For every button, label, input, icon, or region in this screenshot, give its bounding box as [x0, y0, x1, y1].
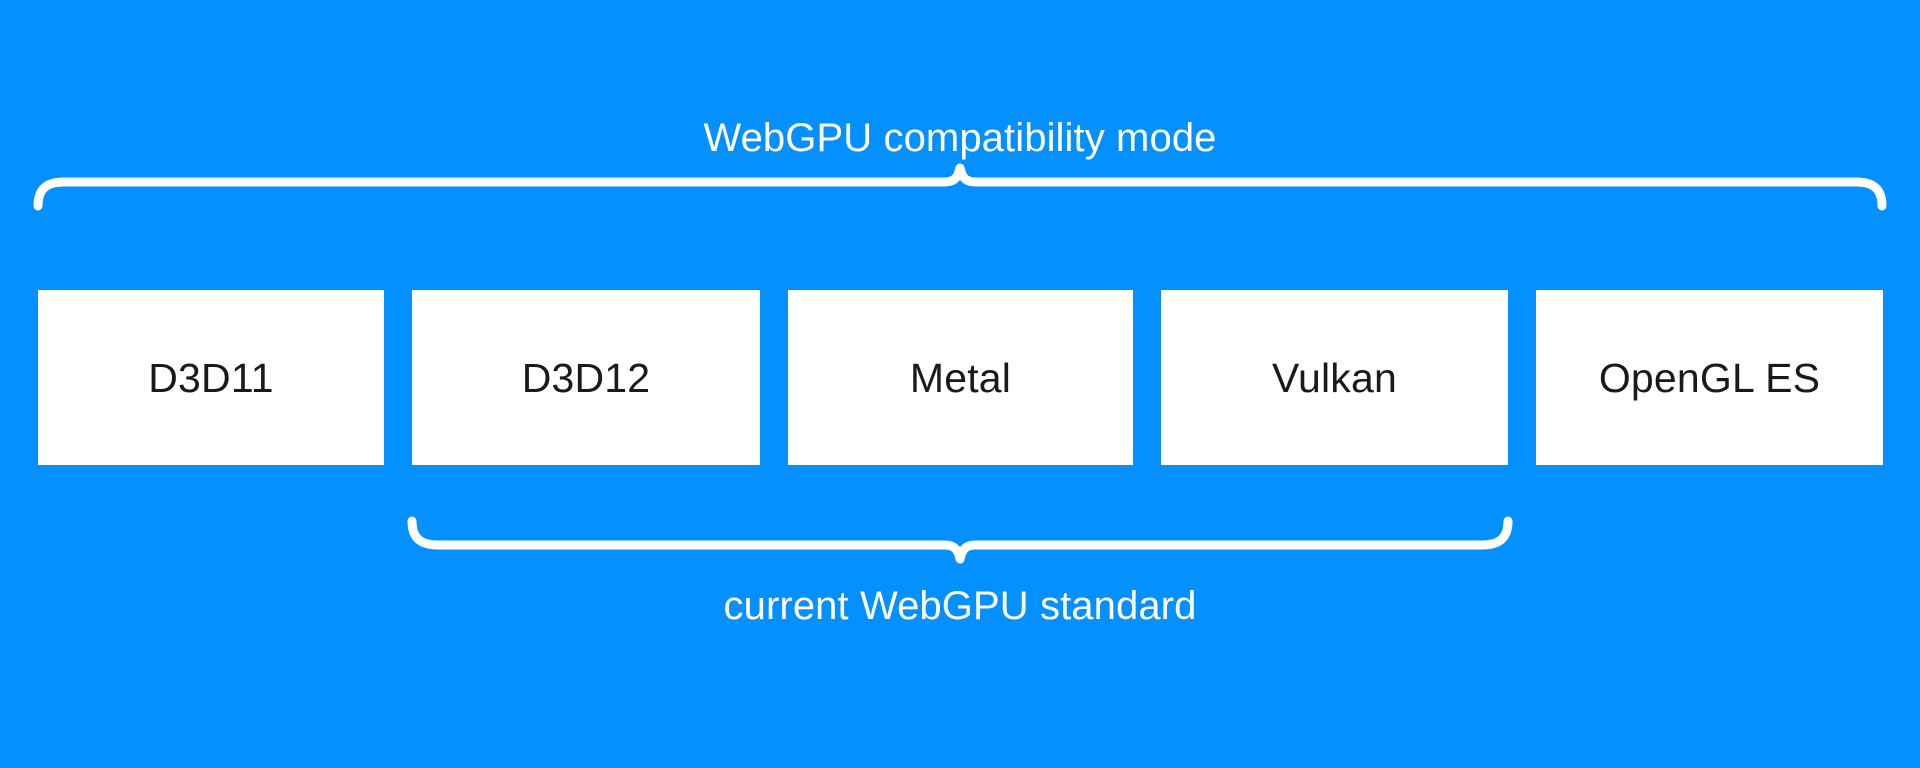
- api-box-label: D3D12: [521, 354, 651, 401]
- api-box-d3d11[interactable]: D3D11: [38, 290, 384, 465]
- api-box-row: D3D11 D3D12 Metal Vulkan OpenGL ES: [38, 290, 1883, 465]
- api-box-d3d12[interactable]: D3D12: [412, 290, 760, 465]
- api-box-metal[interactable]: Metal: [788, 290, 1133, 465]
- api-box-label: Metal: [909, 354, 1012, 401]
- bottom-brace-icon: [407, 516, 1513, 564]
- bottom-group-caption: current WebGPU standard: [723, 584, 1197, 628]
- top-brace-icon: [33, 163, 1887, 211]
- api-box-label: OpenGL ES: [1598, 354, 1821, 401]
- api-box-opengl-es[interactable]: OpenGL ES: [1536, 290, 1883, 465]
- api-box-label: Vulkan: [1271, 354, 1398, 401]
- api-box-vulkan[interactable]: Vulkan: [1161, 290, 1508, 465]
- top-group-caption: WebGPU compatibility mode: [703, 116, 1217, 160]
- api-box-label: D3D11: [148, 354, 274, 401]
